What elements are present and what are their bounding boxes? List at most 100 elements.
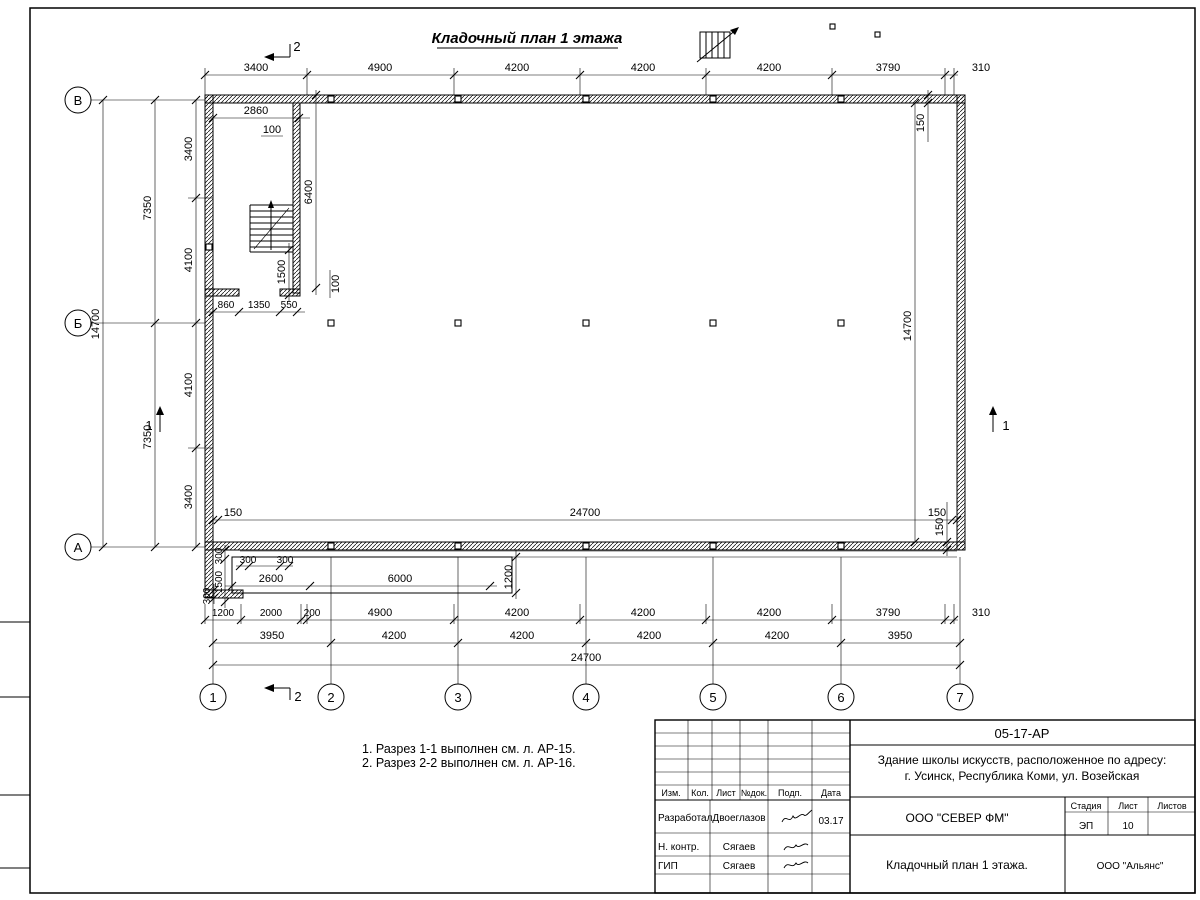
tb-date: 03.17 [818,816,843,827]
axis-col-label: 2 [327,690,334,705]
dim-label: 150 [928,507,946,519]
columns [205,95,845,550]
dim-label: 150 [224,507,242,519]
dim-label: 860 [218,300,235,311]
dim-label: 100 [330,275,342,293]
dim-label: 6000 [388,573,412,585]
signature [783,861,809,869]
dim-label: 4200 [637,630,661,642]
dim-label: 100 [263,124,281,136]
note-line: 2. Разрез 2-2 выполнен см. л. АР-16. [362,756,576,770]
dim-label: 4200 [757,607,781,619]
tb-name: Двоеглазов [712,813,765,824]
dim-label: 24700 [571,652,602,664]
project-name-line2: г. Усинск, Республика Коми, ул. Возейска… [905,769,1140,783]
doc-number: 05-17-АР [995,726,1050,741]
title-block: Изм. Кол. Лист №док. Подп. Дата Разработ… [654,719,1196,894]
dim-label: 300 [277,555,294,566]
wall-right [956,94,966,551]
project-name-line1: Здание школы искусств, расположенное по … [878,753,1167,767]
drawing-title-cell: Кладочный план 1 этажа. [886,858,1028,872]
axis-col-label: 4 [582,690,589,705]
tb-header-list: Лист [716,788,736,798]
dim-label: 300 [214,547,225,564]
dim-label: 3400 [183,137,195,161]
dim-label: 1500 [276,260,288,284]
dim-label: 200 [304,608,321,619]
axis-col-label: 1 [209,690,216,705]
marker-square [874,31,881,38]
dim-label: 3950 [888,630,912,642]
tb-header-data: Дата [821,788,841,798]
section-label: 2 [294,689,301,704]
dimensions: 3400 4900 4200 4200 4200 3790 310 14700 … [90,62,990,684]
stair-legend-icon [696,23,881,63]
sheets-label: Листов [1157,801,1186,811]
dim-label: 4200 [757,62,781,74]
tb-header-ndok: №док. [741,788,767,798]
dim-label: 4200 [505,607,529,619]
tb-role: ГИП [658,861,678,872]
dim-label: 300 [240,555,257,566]
dim-label: 310 [972,607,990,619]
sheet-value: 10 [1122,821,1134,832]
dim-label: 3790 [876,607,900,619]
wall-left [204,94,214,551]
tb-role: Н. контр. [658,842,699,853]
dim-label: 4200 [631,62,655,74]
note-line: 1. Разрез 1-1 выполнен см. л. АР-15. [362,742,576,756]
dim-label: 4900 [368,62,392,74]
dim-label: 1500 [214,570,225,593]
tb-name: Сягаев [723,842,756,853]
floor-plan [204,94,966,599]
dim-label: 4200 [505,62,529,74]
axis-col-label: 7 [956,690,963,705]
dim-label: 150 [915,114,927,132]
dim-label: 2000 [260,608,283,619]
sheet-frame [0,7,1196,894]
dim-label: 3950 [260,630,284,642]
axis-col-label: 6 [837,690,844,705]
dim-label: 6400 [303,180,315,204]
signature [783,843,809,851]
dim-label: 4900 [368,607,392,619]
tb-role: Разработал [658,812,713,824]
stage-value: ЭП [1079,821,1093,832]
stairs [249,200,293,253]
tb-header-podp: Подп. [778,788,802,798]
dim-label: 4100 [183,248,195,272]
dim-label: 14700 [90,309,102,340]
wall-partition-vertical [292,102,301,294]
contractor-name: ООО "Альянс" [1097,861,1164,872]
section-label: 1 [145,418,152,433]
stage-label: Стадия [1071,801,1102,811]
dim-label: 300 [202,587,213,604]
wall-partition-horizontal [204,288,240,297]
dim-label: 14700 [902,311,914,342]
dim-label: 3790 [876,62,900,74]
dim-label: 310 [972,62,990,74]
tb-header-kol: Кол. [691,788,709,798]
dim-label: 1200 [503,565,515,589]
axis-col-label: 3 [454,690,461,705]
section-label: 1 [1002,418,1009,433]
dim-label: 24700 [570,507,601,519]
notes: 1. Разрез 1-1 выполнен см. л. АР-15. 2. … [362,742,576,770]
axis-row-label: А [74,540,83,555]
axis-markers: В Б А 1 2 3 4 5 6 7 [64,86,974,711]
dim-label: 7350 [142,196,154,220]
dim-label: 150 [934,518,946,536]
company-name: ООО "СЕВЕР ФМ" [906,811,1009,825]
dim-label: 4200 [382,630,406,642]
dim-label: 1350 [248,300,271,311]
dim-label: 4200 [510,630,534,642]
dim-label: 4200 [631,607,655,619]
axis-col-label: 5 [709,690,716,705]
dim-label: 3400 [244,62,268,74]
dim-label: 7350 [142,425,154,449]
dim-label: 4200 [765,630,789,642]
marker-square [829,23,836,30]
axis-row-label: В [74,93,83,108]
signature [781,809,813,823]
